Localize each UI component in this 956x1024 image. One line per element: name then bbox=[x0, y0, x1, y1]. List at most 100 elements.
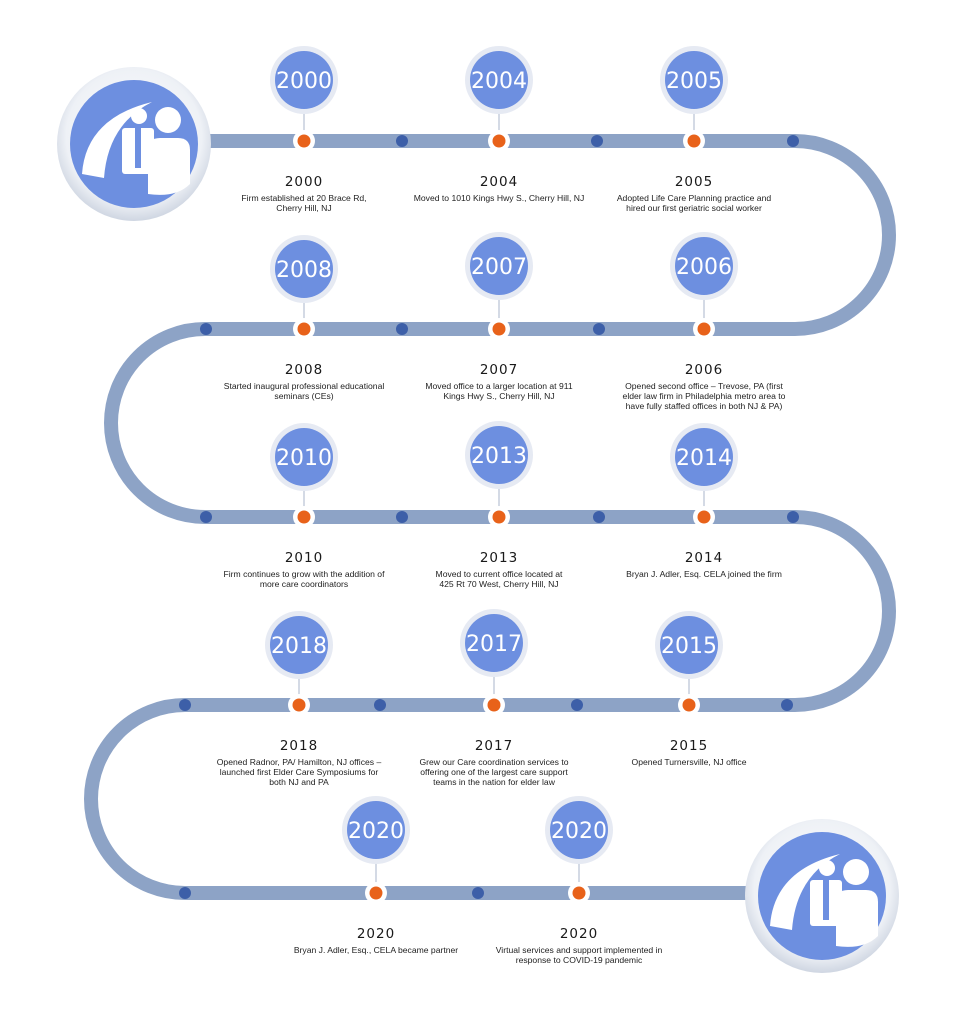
event-description-line: Moved to current office located at bbox=[435, 569, 563, 579]
track-marker-dot bbox=[593, 323, 605, 335]
milestone-dot bbox=[297, 134, 311, 148]
event-year: 2014 bbox=[684, 550, 724, 566]
track-marker-dot bbox=[200, 511, 212, 523]
event-description-line: Adopted Life Care Planning practice and bbox=[616, 193, 772, 203]
year-bubble bbox=[665, 51, 723, 109]
year-bubble bbox=[470, 237, 528, 295]
track-marker-dot bbox=[787, 135, 799, 147]
milestone-dot bbox=[682, 698, 696, 712]
year-bubble bbox=[675, 428, 733, 486]
track-marker-dot bbox=[593, 511, 605, 523]
track-marker-dot bbox=[591, 135, 603, 147]
year-bubble-label: 2004 bbox=[471, 69, 527, 94]
event-description-line: Started inaugural professional education… bbox=[223, 381, 385, 391]
milestone-dot bbox=[369, 886, 383, 900]
year-bubble-label: 2005 bbox=[666, 69, 722, 94]
year-bubble-label: 2018 bbox=[271, 634, 327, 659]
event-description-line: Kings Hwy S., Cherry Hill, NJ bbox=[443, 391, 555, 401]
person-silhouettes-logo-icon bbox=[745, 819, 899, 973]
track-marker-dot bbox=[781, 699, 793, 711]
track-marker-dot bbox=[396, 323, 408, 335]
track-marker-dot bbox=[787, 511, 799, 523]
year-bubble-label: 2015 bbox=[661, 634, 717, 659]
year-bubble-label: 2000 bbox=[276, 69, 332, 94]
event-year: 2000 bbox=[284, 174, 324, 190]
milestone-dot bbox=[297, 510, 311, 524]
milestone-dot bbox=[297, 322, 311, 336]
event-description-line: hired our first geriatric social worker bbox=[626, 203, 762, 213]
event-year: 2018 bbox=[279, 738, 319, 754]
year-bubble-label: 2010 bbox=[276, 446, 332, 471]
event-description-line: Virtual services and support implemented… bbox=[495, 945, 663, 955]
event-description-line: offering one of the largest care support bbox=[420, 767, 568, 777]
event-description-line: Bryan J. Adler, Esq. CELA joined the fir… bbox=[626, 569, 782, 579]
logo-badge-top bbox=[56, 66, 212, 227]
milestone-dot bbox=[572, 886, 586, 900]
track-marker-dot bbox=[396, 511, 408, 523]
event-year: 2017 bbox=[474, 738, 514, 754]
event-description-line: Grew our Care coordination services to bbox=[419, 757, 569, 767]
event-year: 2008 bbox=[284, 362, 324, 378]
event-year: 2005 bbox=[674, 174, 714, 190]
year-bubble-label: 2020 bbox=[348, 819, 404, 844]
milestone-dot bbox=[492, 134, 506, 148]
track-marker-dot bbox=[472, 887, 484, 899]
event-description-line: more care coordinators bbox=[259, 579, 349, 589]
year-bubble bbox=[270, 616, 328, 674]
event-description-line: elder law firm in Philadelphia metro are… bbox=[622, 391, 786, 401]
event-description-line: Opened second office – Trevose, PA (firs… bbox=[625, 381, 783, 391]
year-bubble bbox=[675, 237, 733, 295]
year-bubble bbox=[465, 614, 523, 672]
milestone-dot bbox=[487, 698, 501, 712]
event-description-line: Opened Radnor, PA/ Hamilton, NJ offices … bbox=[216, 757, 382, 767]
year-bubble-label: 2020 bbox=[551, 819, 607, 844]
person-silhouettes-logo-icon bbox=[57, 67, 211, 221]
track-marker-dot bbox=[571, 699, 583, 711]
year-bubble bbox=[275, 428, 333, 486]
event-description-line: 425 Rt 70 West, Cherry Hill, NJ bbox=[439, 579, 559, 589]
logo-badge-bottom bbox=[744, 818, 900, 979]
milestone-dot bbox=[492, 510, 506, 524]
event-year: 2004 bbox=[479, 174, 519, 190]
year-bubble-label: 2013 bbox=[471, 444, 527, 469]
year-bubble-label: 2007 bbox=[471, 255, 527, 280]
year-bubble bbox=[550, 801, 608, 859]
event-description-line: Opened Turnersville, NJ office bbox=[631, 757, 747, 767]
event-description-line: Moved office to a larger location at 911 bbox=[425, 381, 573, 391]
track-marker-dot bbox=[200, 323, 212, 335]
event-year: 2010 bbox=[284, 550, 324, 566]
year-bubbles: 2000 2004 2005 2008 2007 2006 2010 2013 2014 2018… bbox=[265, 46, 738, 904]
track-marker-dot bbox=[396, 135, 408, 147]
event-year: 2020 bbox=[356, 926, 396, 942]
track-marker-dot bbox=[179, 699, 191, 711]
year-bubble bbox=[347, 801, 405, 859]
year-bubble bbox=[470, 51, 528, 109]
year-bubble-label: 2017 bbox=[466, 632, 522, 657]
event-year: 2006 bbox=[684, 362, 724, 378]
milestone-dot bbox=[687, 134, 701, 148]
milestone-dot bbox=[292, 698, 306, 712]
milestone-dot bbox=[492, 322, 506, 336]
year-bubble-label: 2008 bbox=[276, 258, 332, 283]
event-description-line: teams in the nation for elder law bbox=[433, 777, 555, 787]
event-year: 2013 bbox=[479, 550, 519, 566]
year-bubble bbox=[275, 51, 333, 109]
timeline-dots bbox=[179, 135, 799, 899]
event-description-line: Moved to 1010 Kings Hwy S., Cherry Hill,… bbox=[413, 193, 585, 203]
year-bubble-label: 2014 bbox=[676, 446, 732, 471]
year-bubble bbox=[275, 240, 333, 298]
